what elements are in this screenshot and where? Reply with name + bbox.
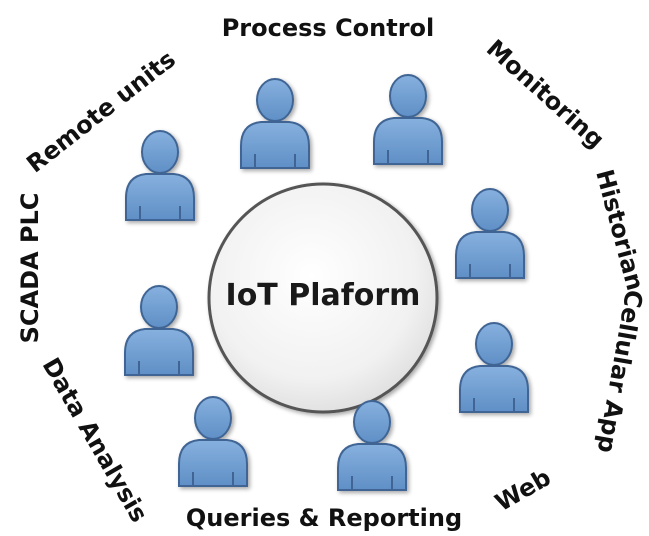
- label-process-control: Process Control: [222, 14, 435, 42]
- label-scada-plc: SCADA PLC: [16, 193, 44, 344]
- label-web: Web: [490, 463, 555, 517]
- label-cellular-app: Cellular App: [592, 288, 648, 455]
- label-monitoring: Monitoring: [481, 34, 610, 154]
- person-icon: [459, 322, 529, 413]
- center-platform: IoT Plaform: [207, 182, 439, 414]
- label-queries-reporting: Queries & Reporting: [186, 504, 462, 532]
- person-icon: [373, 74, 443, 165]
- center-label: IoT Plaform: [226, 278, 421, 313]
- person-icon: [124, 285, 194, 376]
- center-circle: [207, 182, 439, 414]
- label-data-analysis: Data Analysis: [37, 353, 154, 527]
- person-icon: [455, 188, 525, 279]
- person-icon: [178, 396, 248, 487]
- label-historian: Historian: [590, 166, 649, 293]
- person-icon: [337, 400, 407, 491]
- person-icon: [240, 78, 310, 169]
- person-icon: [125, 130, 195, 221]
